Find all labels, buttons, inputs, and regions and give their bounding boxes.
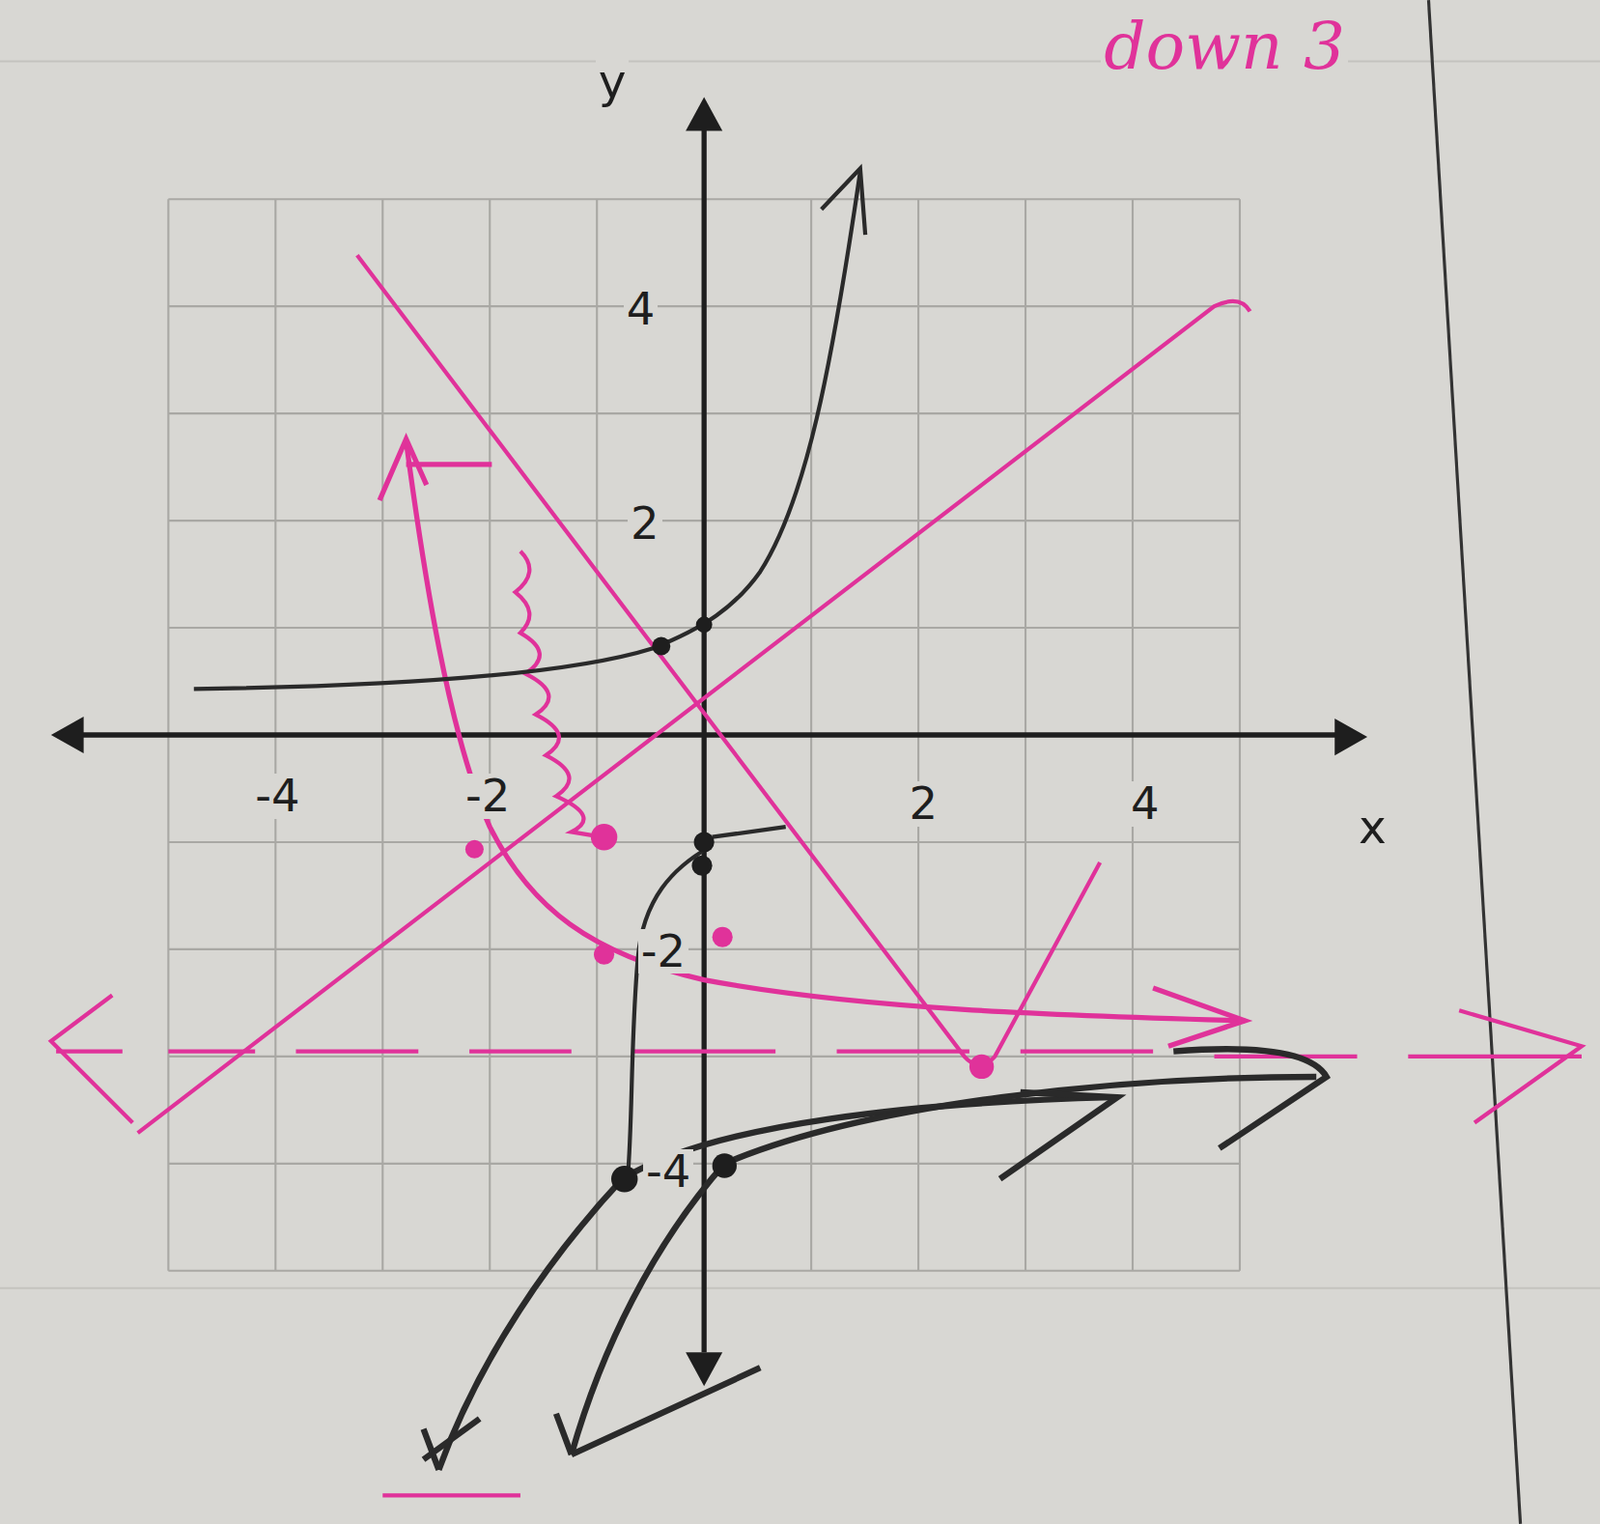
curve-arrow xyxy=(379,439,1245,1047)
scribble xyxy=(515,551,603,838)
asymptote-arrow xyxy=(51,994,1582,1123)
underline xyxy=(382,1492,521,1497)
asymptote-dashed xyxy=(56,1051,1582,1057)
margin-line xyxy=(1428,0,1520,1524)
tick-label: -2 xyxy=(462,773,513,819)
shifted-graph xyxy=(438,1096,1112,1470)
axes xyxy=(76,127,1342,1352)
axis-arrow xyxy=(51,716,85,754)
curve-arrow xyxy=(821,168,866,235)
ruled-line xyxy=(0,61,1600,1289)
shifted-graph xyxy=(571,1076,1317,1455)
axis-label: y xyxy=(595,57,630,106)
plotted-points xyxy=(465,823,994,1079)
axis-arrow xyxy=(685,97,723,132)
sketch-line xyxy=(627,826,786,1179)
plotted-points xyxy=(611,616,737,1192)
tick-label: -4 xyxy=(643,1149,694,1195)
tick-label: 4 xyxy=(1127,781,1163,827)
absolute-value-graph xyxy=(357,254,1100,1066)
sketch-arrow xyxy=(423,1048,1327,1470)
tick-label: -4 xyxy=(252,773,303,819)
exponential-graph xyxy=(194,171,861,690)
axis-label: x xyxy=(1355,803,1390,851)
tick-label: 2 xyxy=(906,781,942,827)
handwritten-note: down 3 xyxy=(1100,13,1348,80)
tick-label: 4 xyxy=(623,286,659,333)
line-graph xyxy=(138,301,1251,1133)
axis-arrow xyxy=(685,1351,723,1386)
tick-label: 2 xyxy=(627,501,663,547)
axis-arrow xyxy=(1334,718,1368,756)
tick-label: -2 xyxy=(638,928,689,975)
exponential-graph xyxy=(406,441,1246,1021)
